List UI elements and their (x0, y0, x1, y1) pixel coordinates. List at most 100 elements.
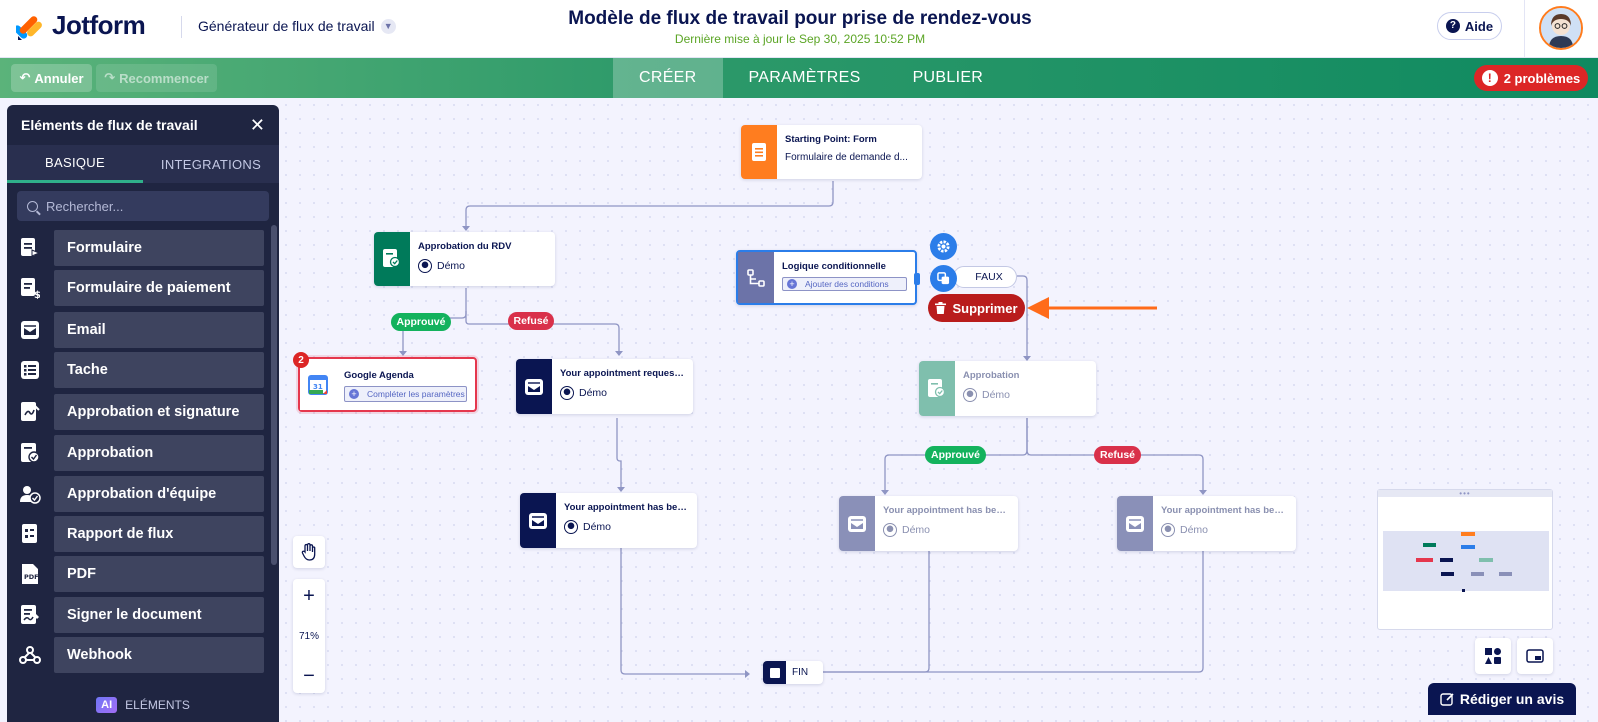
settings-gear-button[interactable] (930, 233, 957, 260)
top-bar: Jotform Générateur de flux de travail ▼ … (0, 0, 1598, 58)
tab-integrations[interactable]: INTEGRATIONS (160, 156, 262, 172)
tab-settings[interactable]: PARAMÈTRES (748, 69, 861, 86)
email-icon (520, 493, 556, 548)
write-review-button[interactable]: Rédiger un avis (1428, 683, 1576, 715)
label-approved: Approuvé (925, 446, 986, 464)
node-title: Approbation du RDV (418, 241, 512, 252)
connector-lines (399, 181, 1207, 678)
problems-badge[interactable]: ! 2 problèmes (1474, 65, 1588, 91)
help-button[interactable]: ? Aide (1437, 12, 1502, 40)
sidebar-item-label: Rapport de flux (54, 516, 264, 552)
delete-button[interactable]: Supprimer (928, 294, 1025, 322)
node-title: Your appointment has been s... (883, 505, 1010, 516)
assignee-name: Démo (1180, 524, 1209, 536)
action-label: Ajouter des conditions (805, 279, 889, 289)
tab-create[interactable]: CRÉER (613, 58, 723, 98)
zoom-in-button[interactable]: + (303, 585, 315, 607)
sidebar-item-email[interactable]: Email (12, 312, 264, 348)
add-conditions-button[interactable]: + Ajouter des conditions (782, 277, 907, 291)
sidebar-item-label: PDF (54, 556, 264, 592)
node-approval[interactable]: Approbation Démo (919, 361, 1096, 416)
builder-switcher[interactable]: Générateur de flux de travail ▼ (198, 18, 396, 34)
plus-icon: + (787, 279, 797, 289)
minimap-toggle-button[interactable] (1517, 638, 1553, 674)
node-email-confirmed[interactable]: Your appointment has been s... Démo (520, 493, 697, 548)
sidebar-item-pdf[interactable]: PDF PDF (12, 556, 264, 592)
assignee-name: Démo (902, 524, 931, 536)
node-end[interactable]: FIN (763, 661, 823, 684)
node-start-form[interactable]: Starting Point: Form Formulaire de deman… (741, 125, 922, 179)
sidebar-item-label: Formulaire (54, 230, 264, 266)
node-body: Your appointment has been s... Démo (1153, 496, 1296, 551)
hand-icon (301, 543, 316, 561)
zoom-out-button[interactable]: − (303, 665, 315, 687)
node-body: Your appointment request ha... Démo (552, 359, 693, 414)
sidebar-item-label: Formulaire de paiement (54, 270, 264, 306)
connector-handle[interactable] (914, 273, 920, 285)
ai-elements-footer[interactable]: AI ELÉMENTS (7, 688, 279, 722)
workflow-canvas[interactable]: Starting Point: Form Formulaire de deman… (279, 98, 1598, 722)
complete-settings-button[interactable]: +Compléter les paramètres (344, 386, 467, 402)
node-email-faded[interactable]: Your appointment has been s... Démo (1117, 496, 1296, 551)
question-icon: ? (1445, 19, 1460, 33)
sidebar-item-label: Approbation d'équipe (54, 476, 264, 512)
duplicate-button[interactable] (930, 265, 957, 292)
sidebar-item-approval-signature[interactable]: Approbation et signature (12, 394, 264, 430)
elements-layout-button[interactable] (1475, 638, 1511, 674)
email-icon (12, 312, 48, 348)
sidebar-item-approval[interactable]: Approbation (12, 435, 264, 471)
pdf-icon: PDF (12, 556, 48, 592)
sidebar-item-task[interactable]: Tache (12, 352, 264, 388)
approval-icon (12, 435, 48, 471)
builder-tabs: CRÉER PARAMÈTRES PUBLIER (613, 58, 1009, 98)
stop-icon (763, 661, 786, 684)
copy-icon (937, 272, 950, 285)
workflow-title-area: Modèle de flux de travail pour prise de … (500, 8, 1100, 46)
problems-label: 2 problèmes (1503, 70, 1581, 86)
node-assignee: Démo (883, 523, 1010, 537)
sidebar-item-sign-document[interactable]: Signer le document (12, 597, 264, 633)
close-icon[interactable]: ✕ (249, 114, 265, 135)
pan-hand-button[interactable] (293, 536, 325, 568)
sidebar-item-team-approval[interactable]: Approbation d'équipe (12, 476, 264, 512)
zoom-level: 71% (298, 630, 319, 642)
node-body: Logique conditionnelle +Ajouter des cond… (774, 252, 915, 303)
node-email-request[interactable]: Your appointment request ha... Démo (516, 359, 693, 414)
assignee-avatar-icon (963, 388, 977, 402)
sidebar-item-label: Tache (54, 352, 264, 388)
assignee-name: Démo (583, 521, 612, 533)
trash-icon (935, 302, 947, 314)
tab-publish[interactable]: PUBLIER (912, 69, 984, 86)
user-avatar-icon (1541, 8, 1581, 48)
google-calendar-icon: 31 (300, 359, 336, 410)
assignee-name: Démo (437, 260, 466, 272)
sidebar-scrollbar[interactable] (271, 225, 277, 565)
team-approval-icon (12, 476, 48, 512)
minimap[interactable]: ••• (1377, 489, 1553, 630)
node-google-calendar[interactable]: 31 Google Agenda +Compléter les paramètr… (293, 352, 477, 412)
search-input[interactable] (46, 198, 246, 214)
sidebar-item-payment-form[interactable]: $ Formulaire de paiement (12, 270, 264, 306)
undo-button[interactable]: ↶ Annuler (11, 64, 92, 92)
page-title[interactable]: Modèle de flux de travail pour prise de … (568, 8, 1032, 29)
node-body: Your appointment has been s... Démo (875, 496, 1018, 551)
delete-label: Supprimer (952, 300, 1018, 316)
sidebar-tabs: BASIQUE INTEGRATIONS (7, 145, 279, 183)
assignee-avatar-icon (418, 259, 432, 273)
alert-icon: ! (1481, 70, 1498, 86)
gear-icon (937, 240, 950, 253)
sidebar-item-flow-report[interactable]: Rapport de flux (12, 516, 264, 552)
sidebar-item-webhook[interactable]: Webhook (12, 637, 264, 673)
tab-basic[interactable]: BASIQUE (7, 145, 143, 183)
sidebar-item-form[interactable]: Formulaire (12, 230, 264, 266)
minimap-drag-handle[interactable]: ••• (1378, 489, 1552, 498)
sidebar-item-label: Approbation et signature (54, 394, 264, 430)
node-approval-rdv[interactable]: Approbation du RDV Démo (374, 232, 555, 286)
jotform-logo[interactable]: Jotform (16, 10, 146, 41)
redo-button[interactable]: ↷ Recommencer (96, 64, 217, 92)
node-conditional-logic[interactable]: Logique conditionnelle +Ajouter des cond… (736, 250, 920, 305)
builder-label: Générateur de flux de travail (198, 18, 375, 34)
avatar[interactable] (1539, 6, 1583, 50)
node-email-faded[interactable]: Your appointment has been s... Démo (839, 496, 1018, 551)
ai-badge: AI (96, 697, 118, 713)
